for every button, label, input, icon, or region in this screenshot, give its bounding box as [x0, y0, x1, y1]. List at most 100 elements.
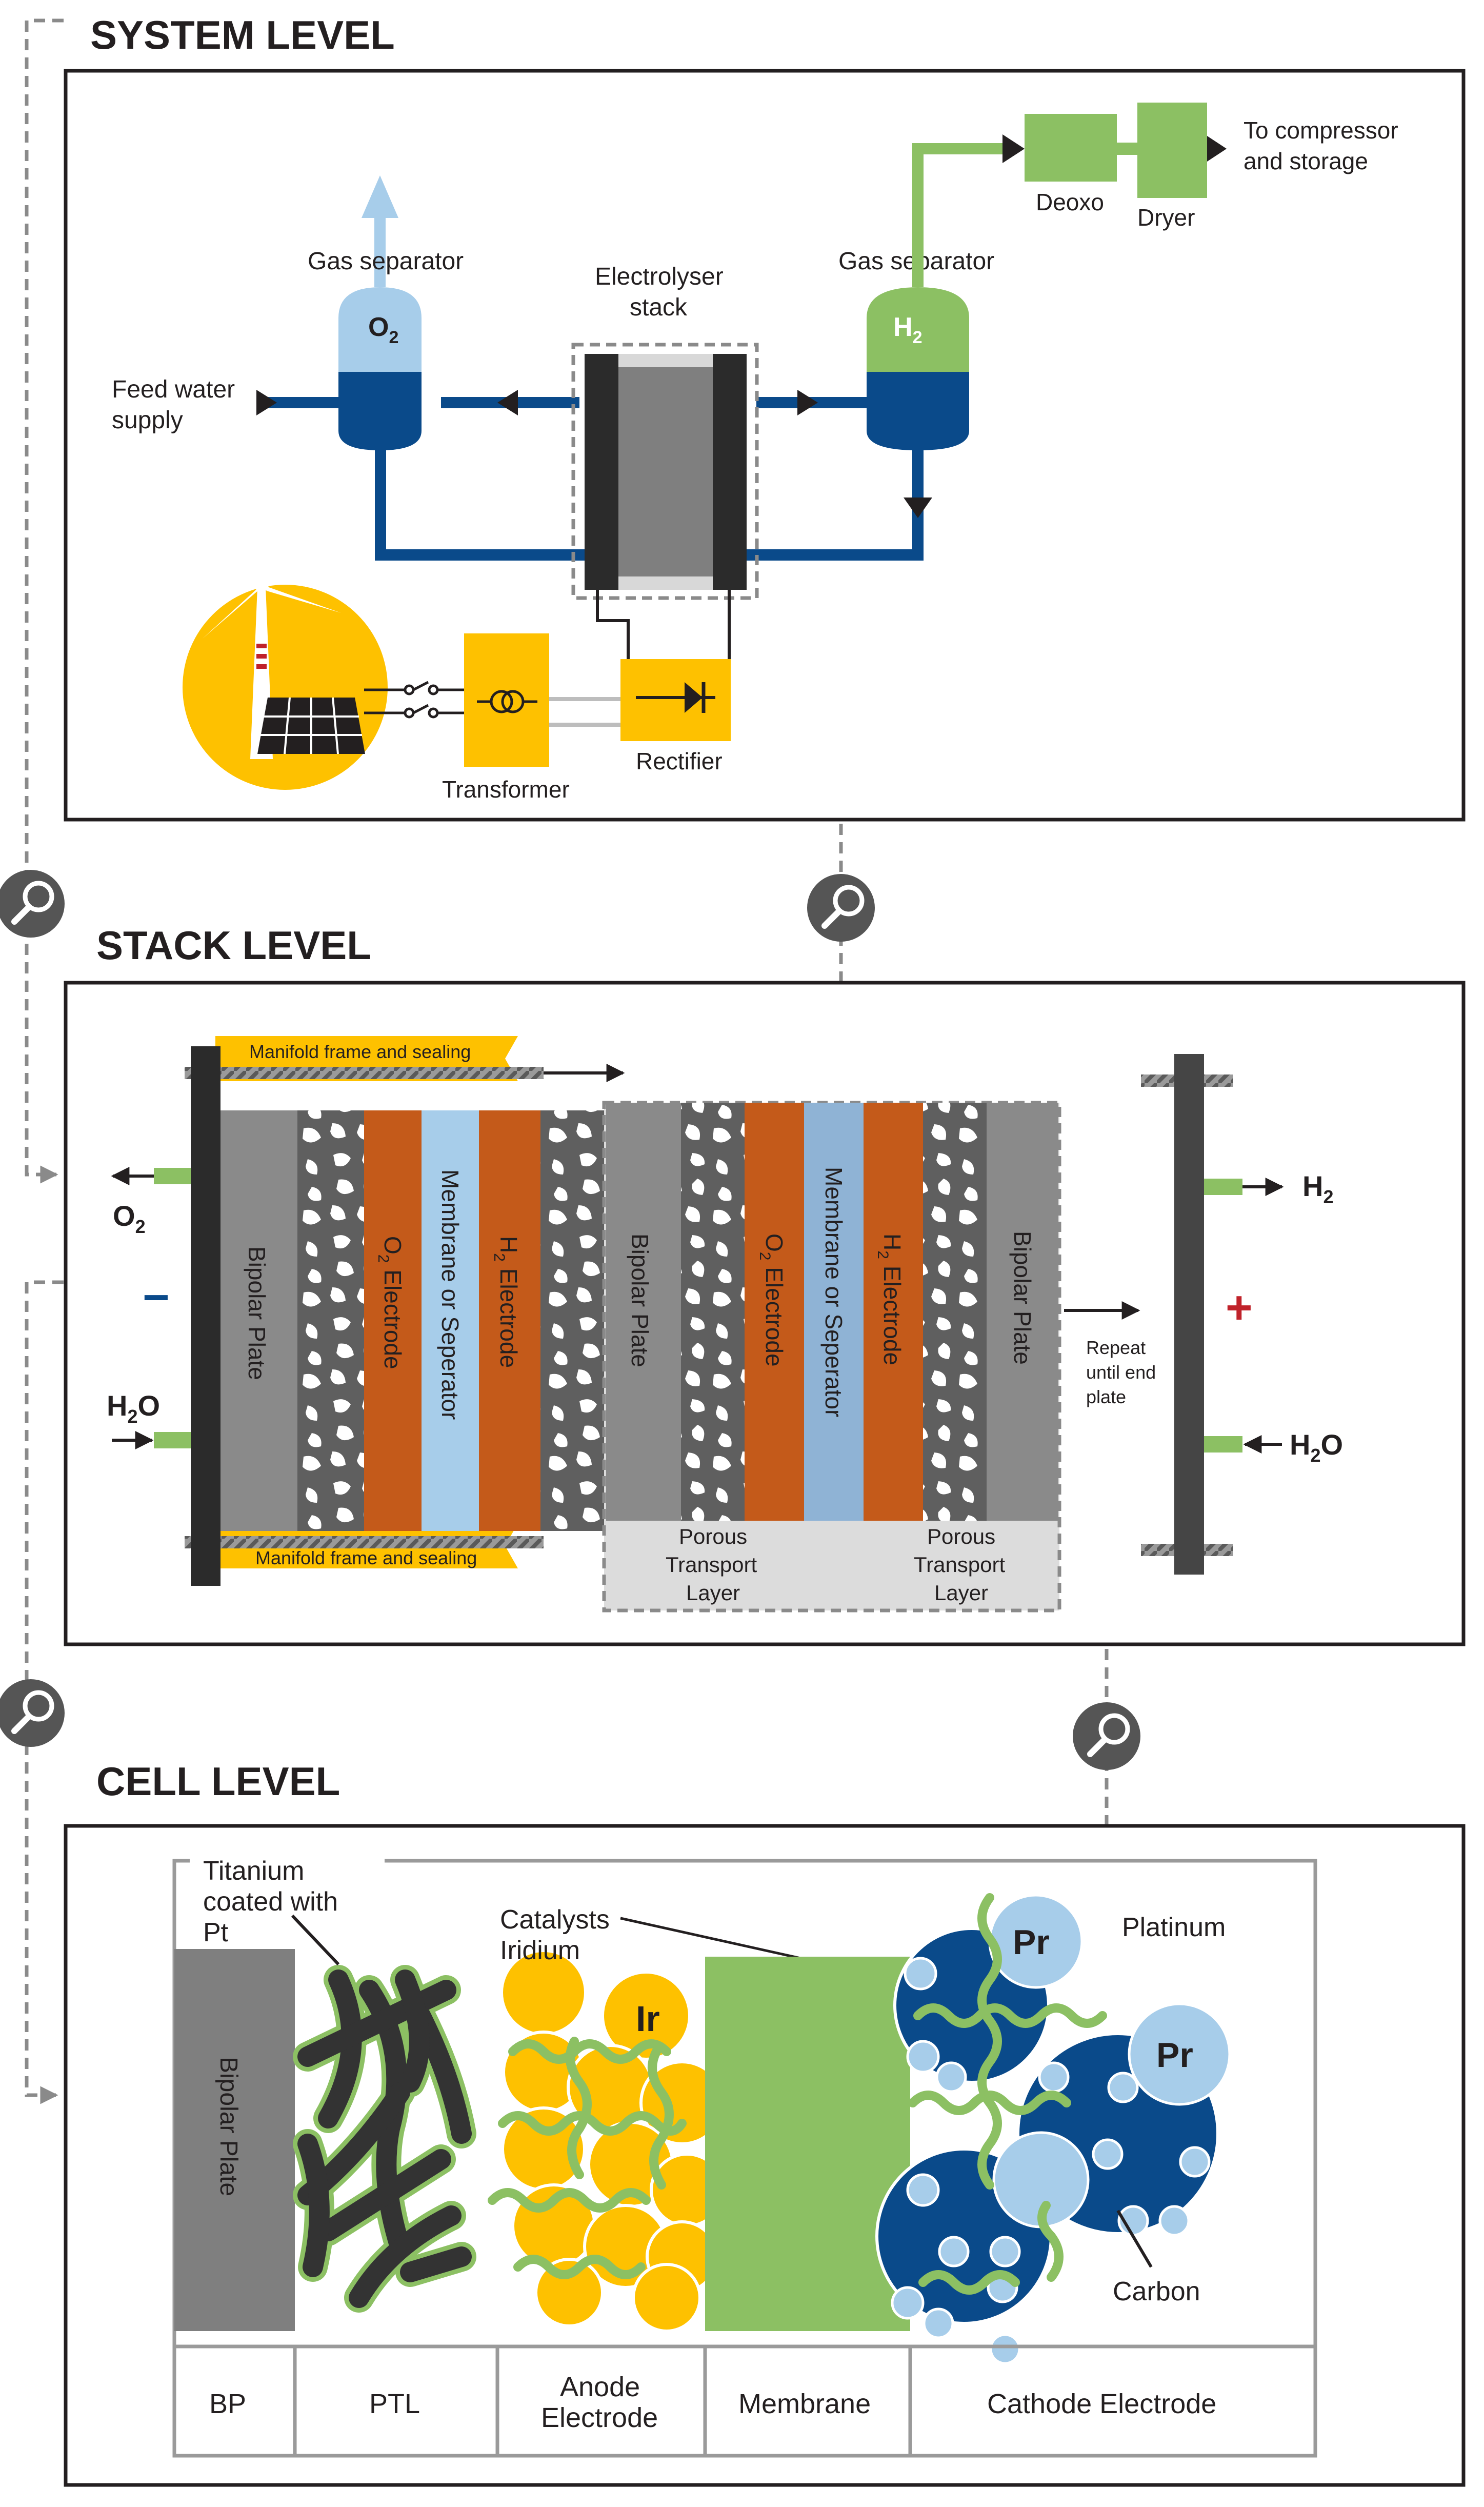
h2-sub: 2	[913, 328, 923, 347]
h2-electrode-label-2: H2 Electrode	[874, 1233, 906, 1365]
dryer-box	[1137, 103, 1207, 198]
platinum-particles	[891, 1894, 1231, 2365]
plus-sign: +	[1226, 1282, 1253, 1334]
carbon-leader	[1116, 2210, 1153, 2268]
stack-label-2: stack	[630, 294, 688, 321]
catalysts-label-2: Iridium	[500, 1936, 580, 1965]
o2-gas-separator	[338, 287, 422, 450]
dryer-label: Dryer	[1137, 204, 1195, 231]
gas-separator-o2-label: Gas separator	[308, 248, 464, 275]
magnifier-icon[interactable]	[0, 1679, 65, 1747]
o2-vent-pipe	[374, 215, 386, 287]
left-end-plate	[191, 1046, 220, 1586]
column-anode: Anode	[560, 2372, 640, 2402]
stack-endplate-left	[585, 354, 618, 590]
manifold-top-label: Manifold frame and sealing	[249, 1041, 471, 1062]
rectifier-box	[620, 659, 731, 741]
deoxo-dryer-link	[1117, 143, 1137, 155]
h2-port	[1204, 1179, 1242, 1195]
ptl-right-3: Layer	[934, 1581, 988, 1605]
system-level-title: SYSTEM LEVEL	[90, 12, 395, 57]
porous-layer-2	[540, 1110, 609, 1531]
magnifier-icon[interactable]	[1073, 1702, 1140, 1770]
svg-text:O2: O2	[368, 312, 398, 347]
o2-vent-arrow	[362, 175, 398, 218]
deoxo-label: Deoxo	[1036, 189, 1104, 215]
transformer-label: Transformer	[442, 776, 570, 803]
cell-column-table	[174, 2344, 1315, 2456]
minus-sign: −	[143, 1272, 170, 1323]
h2o-port-right	[1204, 1436, 1242, 1453]
diode-icon	[636, 682, 715, 713]
h2-gas-separator	[867, 287, 969, 450]
feed-label-2: supply	[112, 407, 183, 434]
cell-bipolar-label: Bipolar Plate	[215, 2057, 242, 2196]
ptl-left-2: Transport	[666, 1553, 757, 1577]
column-membrane: Membrane	[738, 2389, 871, 2419]
iridium-ionomer	[488, 2037, 687, 2279]
porous-layer-4	[923, 1103, 987, 1521]
carbon-label: Carbon	[1113, 2277, 1200, 2306]
magnifier-icon[interactable]	[0, 870, 65, 938]
h2-product-pipe	[912, 143, 1005, 287]
o2-electrode-label-2: O2 Electrode	[756, 1233, 788, 1367]
platinum-label: Platinum	[1122, 1913, 1226, 1942]
titanium-fibers	[293, 1965, 476, 2313]
o2-out-label: O2	[113, 1200, 146, 1237]
switch-icon	[364, 681, 464, 719]
membrane-label-1: Membrane or Seperator	[437, 1169, 464, 1420]
h2o-port	[154, 1432, 191, 1448]
solar-panel-icon	[257, 697, 365, 754]
titanium-label-1: Titanium	[203, 1856, 304, 1886]
h2o-right-label: H2O	[1290, 1428, 1343, 1466]
titanium-leader	[291, 1914, 340, 1966]
ptl-left-1: Porous	[679, 1524, 747, 1548]
cell-level-title: CELL LEVEL	[96, 1759, 340, 1804]
stack-label-1: Electrolyser	[595, 263, 724, 290]
o2-label: O	[368, 312, 389, 342]
deoxo-box	[1025, 114, 1117, 182]
stack-level-title: STACK LEVEL	[96, 923, 371, 968]
membrane-2	[804, 1103, 864, 1521]
cathode-ionomer	[908, 1893, 1107, 2295]
stack-highlight	[571, 343, 759, 600]
catalysts-label-1: Catalysts	[500, 1905, 610, 1935]
repeat-label-3: plate	[1086, 1386, 1126, 1407]
ptl-right-1: Porous	[927, 1524, 995, 1548]
o2-electrode-1	[364, 1110, 422, 1531]
compressor-label-2: and storage	[1244, 148, 1368, 174]
cell-membrane	[705, 1957, 910, 2331]
h2-electrode-label-1: H2 Electrode	[491, 1236, 522, 1368]
o2-sub: 2	[389, 328, 398, 347]
flow-arrow-right	[797, 390, 818, 415]
compressor-label-1: To compressor	[1244, 117, 1398, 144]
h2-out-label: H2	[1302, 1170, 1333, 1207]
transformer-icon	[477, 690, 537, 713]
h2-electrode-1	[479, 1110, 540, 1531]
dc-wire-left	[596, 590, 630, 659]
label-mask	[190, 1846, 385, 1949]
bipolar-label-2: Bipolar Plate	[627, 1233, 653, 1367]
stack-endplate-right	[713, 354, 747, 590]
porous-layer-3	[681, 1103, 745, 1521]
transformer-box	[464, 633, 549, 767]
magnifier-icon[interactable]	[807, 874, 875, 942]
tie-rod-top	[185, 1067, 544, 1079]
o2-electrode-label-1: O2 Electrode	[375, 1236, 406, 1369]
tie-rod-bottom	[185, 1536, 544, 1548]
bipolar-plate-2	[606, 1103, 681, 1521]
h2-label: H	[893, 312, 913, 342]
column-electrode: Electrode	[541, 2402, 658, 2433]
pr-label-1: Pr	[1013, 1923, 1050, 1962]
porous-layer-1	[297, 1110, 364, 1531]
cell-bipolar-plate	[174, 1949, 295, 2331]
ir-label: Ir	[636, 1999, 660, 2039]
column-ptl: PTL	[369, 2389, 420, 2419]
titanium-label-2: coated with	[203, 1887, 338, 1917]
h2-arrow	[1002, 134, 1025, 163]
renewable-power-source	[183, 500, 388, 790]
right-end-plate	[1174, 1054, 1204, 1575]
bipolar-plate-1	[220, 1110, 297, 1531]
rectifier-label: Rectifier	[636, 748, 723, 774]
